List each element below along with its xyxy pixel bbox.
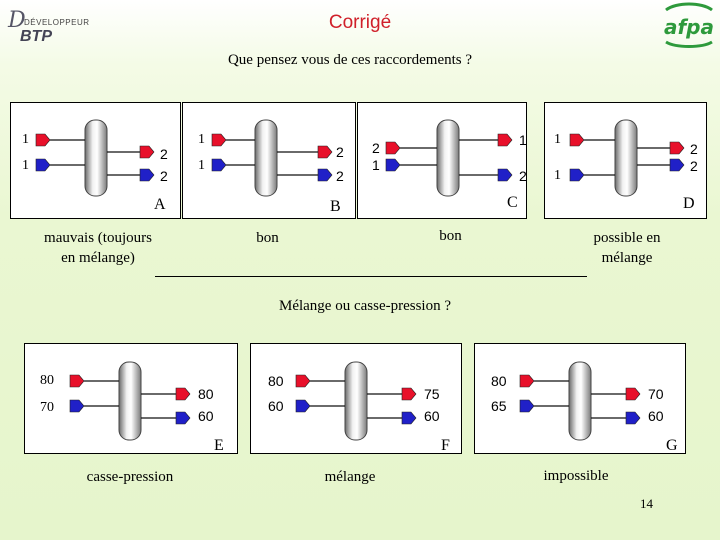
diagram-b-left-top: 1 — [198, 132, 205, 147]
diagram-f-caption: mélange — [324, 469, 376, 485]
diagram-c-right-top: 1 — [519, 132, 527, 148]
diagram-g-caption: impossible — [543, 468, 609, 484]
diagram-c-letter: C — [507, 194, 518, 211]
diagram-f-left-top: 80 — [268, 373, 284, 389]
diagram-g-letter: G — [666, 437, 678, 454]
question-connections: Que pensez vous de ces raccordements ? — [227, 52, 473, 68]
developpeur-btp-logo: D DÉVELOPPEUR BTP — [8, 8, 90, 45]
section-divider — [155, 276, 587, 277]
diagram-c — [357, 102, 527, 219]
diagram-a-letter: A — [154, 196, 166, 213]
diagram-g-right-bottom: 60 — [648, 408, 664, 424]
diagram-e-left-bottom: 70 — [40, 400, 54, 415]
diagram-a-right-bottom: 2 — [160, 168, 168, 184]
diagram-c-left-top: 2 — [372, 140, 380, 156]
page-title: Corrigé — [328, 12, 392, 33]
diagram-b-right-top: 2 — [336, 144, 344, 160]
diagram-c-caption: bon — [439, 228, 462, 244]
diagram-b-letter: B — [330, 198, 341, 215]
diagram-d-caption: possible en mélange — [593, 230, 661, 266]
diagram-d-left-top: 1 — [554, 132, 561, 147]
diagram-e-right-bottom: 60 — [198, 408, 214, 424]
diagram-b-caption: bon — [256, 230, 279, 246]
diagram-d-left-bottom: 1 — [554, 168, 561, 183]
diagram-f-right-top: 75 — [424, 386, 440, 402]
afpa-logo: afpa — [662, 2, 716, 48]
diagram-e-caption: casse-pression — [86, 469, 174, 485]
diagram-f-letter: F — [441, 437, 450, 454]
diagram-a-left-top: 1 — [22, 132, 29, 147]
diagram-a-left-bottom: 1 — [22, 158, 29, 173]
diagram-d-right-bottom: 2 — [690, 158, 698, 174]
diagram-e-letter: E — [214, 437, 224, 454]
diagram-b-left-bottom: 1 — [198, 158, 205, 173]
diagram-a-right-top: 2 — [160, 146, 168, 162]
diagram-d-letter: D — [683, 195, 695, 212]
diagram-d-right-top: 2 — [690, 141, 698, 157]
diagram-a-caption: mauvais (toujours en mélange) — [44, 230, 152, 266]
diagram-g-left-bottom: 65 — [491, 398, 507, 414]
diagram-b-right-bottom: 2 — [336, 168, 344, 184]
question-mix-or-breaker: Mélange ou casse-pression ? — [278, 298, 452, 314]
diagram-e-right-top: 80 — [198, 386, 214, 402]
diagram-f-left-bottom: 60 — [268, 398, 284, 414]
diagram-c-right-bottom: 2 — [519, 168, 527, 184]
diagram-g-left-top: 80 — [491, 373, 507, 389]
diagram-g-right-top: 70 — [648, 386, 664, 402]
diagram-f-right-bottom: 60 — [424, 408, 440, 424]
diagram-e-left-top: 80 — [40, 373, 54, 388]
diagram-c-left-bottom: 1 — [372, 157, 380, 173]
svg-text:afpa: afpa — [664, 15, 714, 39]
page-number: 14 — [640, 496, 653, 511]
